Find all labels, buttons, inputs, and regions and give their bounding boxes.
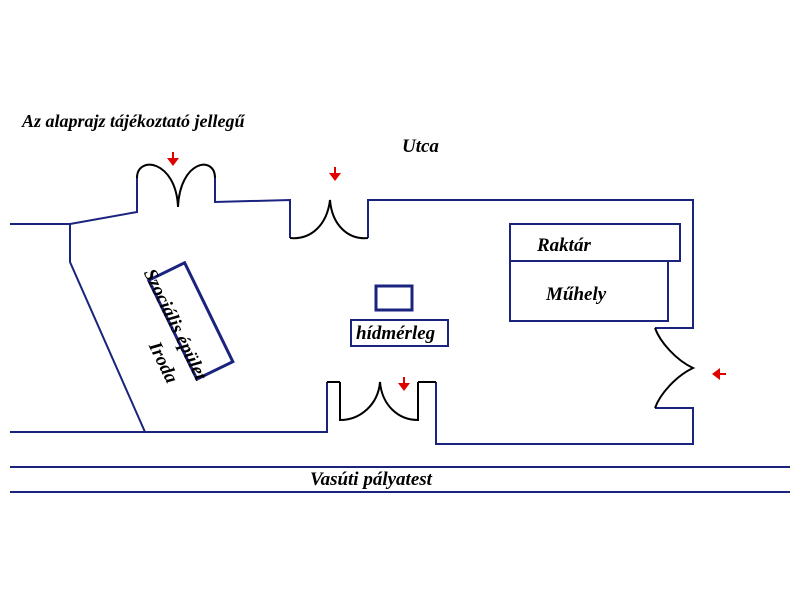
arrow-down-icon <box>329 167 341 181</box>
arrow-left-icon <box>712 368 726 380</box>
arrow-down-icon <box>167 152 179 166</box>
east-wall <box>435 382 694 445</box>
north-wall-right <box>367 199 694 329</box>
scale-platform <box>374 284 414 312</box>
buildings <box>146 223 681 382</box>
workshop-building <box>509 260 669 322</box>
scale-label-box <box>350 319 449 347</box>
outer-walls <box>10 178 694 445</box>
street-label: Utca <box>402 136 439 157</box>
social-building <box>146 260 235 382</box>
north-wall-middle <box>214 178 291 238</box>
storage-building <box>509 223 681 262</box>
arrow-down-icon <box>398 377 410 391</box>
gate-north-west <box>136 163 216 208</box>
gate-north-middle <box>289 199 369 240</box>
entrance-arrows <box>167 152 726 391</box>
gates <box>136 163 696 422</box>
inner-diagonal-wall <box>69 224 146 433</box>
south-wall <box>10 382 328 433</box>
storage-label: Raktár <box>536 235 591 256</box>
railway-track <box>10 466 790 493</box>
gate-south <box>339 381 419 422</box>
railway-label: Vasúti pályatest <box>310 469 433 490</box>
scale-label: hídmérleg <box>356 323 435 344</box>
workshop-label: Műhely <box>545 284 607 305</box>
gate-east <box>654 327 696 409</box>
disclaimer-note: Az alaprajz tájékoztató jellegű <box>21 111 246 131</box>
north-wall-left <box>10 178 138 225</box>
